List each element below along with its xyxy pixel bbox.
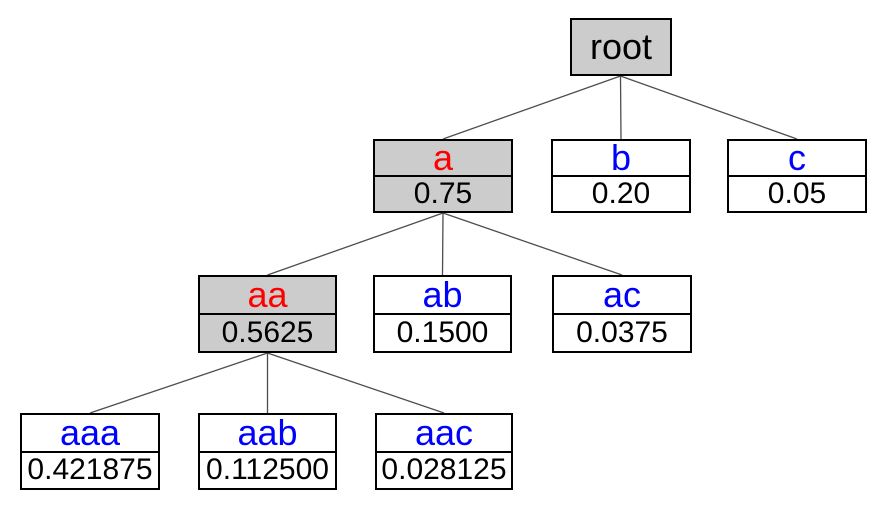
tree-node-a: a 0.75 <box>373 139 513 213</box>
node-a-label: a <box>375 141 511 177</box>
node-root-label: root <box>589 26 653 67</box>
node-aac-label: aac <box>377 415 511 453</box>
node-ab-label: ab <box>375 277 510 315</box>
tree-node-aa: aa 0.5625 <box>198 275 337 353</box>
node-b-value: 0.20 <box>591 177 651 210</box>
tree-node-ab: ab 0.1500 <box>373 275 512 353</box>
tree-node-aaa: aaa 0.421875 <box>20 413 160 490</box>
node-aaa-value: 0.421875 <box>27 453 153 487</box>
edge-aa-aaa <box>89 352 268 414</box>
node-b-label: b <box>553 141 689 177</box>
node-ac-value: 0.0375 <box>576 316 668 349</box>
tree-node-root: root <box>570 18 672 76</box>
tree-node-b: b 0.20 <box>551 139 691 213</box>
node-aab-label: aab <box>200 415 335 453</box>
node-aa-label: aa <box>200 277 335 315</box>
tree-node-ac: ac 0.0375 <box>552 275 692 353</box>
edge-root-c <box>620 75 798 140</box>
node-aa-value: 0.5625 <box>221 316 314 349</box>
edge-a-ac <box>442 212 623 276</box>
edge-a-aa <box>267 212 444 276</box>
edge-root-b <box>619 75 622 140</box>
edge-aa-aac <box>267 352 445 414</box>
node-aaa-label: aaa <box>22 415 158 453</box>
edge-root-a <box>442 75 621 140</box>
node-c-value: 0.05 <box>767 177 827 210</box>
edge-a-ab <box>441 212 444 276</box>
tree-node-aab: aab 0.112500 <box>198 413 337 490</box>
tree-node-c: c 0.05 <box>727 139 867 213</box>
node-ac-label: ac <box>554 277 690 315</box>
node-ab-value: 0.1500 <box>396 316 489 349</box>
node-c-label: c <box>729 141 865 177</box>
node-aac-value: 0.028125 <box>381 453 507 487</box>
node-a-value: 0.75 <box>413 177 473 210</box>
node-aab-value: 0.112500 <box>206 453 329 487</box>
tree-node-aac: aac 0.028125 <box>375 413 513 490</box>
